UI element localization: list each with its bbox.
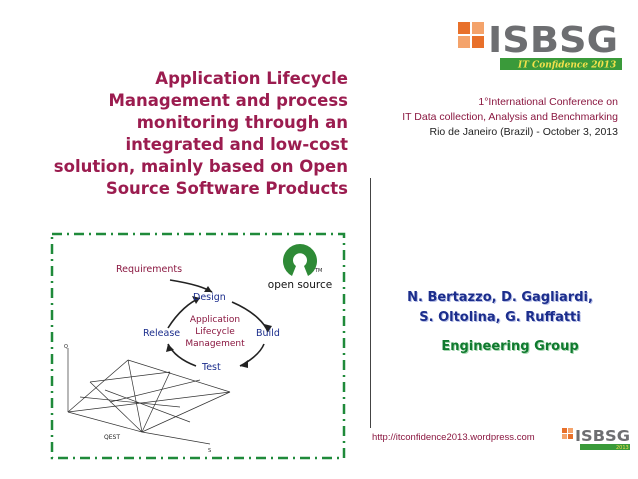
open-source-keyhole-icon xyxy=(283,244,317,276)
isbsg-logo-mark xyxy=(458,22,484,48)
open-source-tm: TM xyxy=(314,268,322,274)
cycle-design: Design xyxy=(193,292,226,303)
title-line: monitoring through an xyxy=(136,113,348,132)
isbsg-logo-small-tagline: 2013 xyxy=(616,445,629,451)
conference-url-link[interactable]: http://itconfidence2013.wordpress.com xyxy=(372,432,535,443)
title-line: Management and process xyxy=(108,91,348,110)
vertical-divider xyxy=(370,178,371,428)
isbsg-logo-tagline: IT Confidence 2013 xyxy=(517,61,616,71)
authors: N. Bertazzo, D. Gagliardi, S. Oltolina, … xyxy=(380,288,620,328)
cycle-test: Test xyxy=(201,362,221,373)
conference-info: 1°International Conference on IT Data co… xyxy=(360,95,618,140)
title-line: integrated and low-cost xyxy=(125,135,348,154)
open-source-logo: TM open source xyxy=(268,244,332,291)
qest-x-label: S xyxy=(208,448,211,454)
alm-diagram-panel: Requirements Design Build Release Test A… xyxy=(50,232,346,460)
qest-y-label: Q xyxy=(64,344,68,350)
cycle-requirements: Requirements xyxy=(116,264,182,275)
title-line: Application Lifecycle xyxy=(155,69,348,88)
qest-plot xyxy=(67,348,231,445)
isbsg-logo-small: ISBSG 2013 xyxy=(562,427,630,451)
cycle-center-line-2: Lifecycle xyxy=(195,327,235,337)
cycle-build: Build xyxy=(256,328,280,339)
cycle-center-line-3: Management xyxy=(185,339,245,349)
cycle-release: Release xyxy=(143,328,180,339)
title-line: solution, mainly based on Open xyxy=(53,157,348,176)
open-source-label: open source xyxy=(268,279,332,291)
authors-line-2: S. Oltolina, G. Ruffatti xyxy=(419,310,581,325)
conference-line-2: IT Data collection, Analysis and Benchma… xyxy=(402,111,618,123)
conference-line-1: 1°International Conference on xyxy=(478,96,618,108)
conference-line-3: Rio de Janeiro (Brazil) - October 3, 201… xyxy=(429,126,618,138)
organization-name: Engineering Group xyxy=(441,339,579,354)
title-line: Source Software Products xyxy=(105,179,348,198)
isbsg-logo-text: ISBSG xyxy=(488,20,618,61)
authors-line-1: N. Bertazzo, D. Gagliardi, xyxy=(407,290,593,305)
qest-axis-label: QEST xyxy=(104,434,120,441)
isbsg-logo: ISBSG IT Confidence 2013 xyxy=(458,20,622,71)
cycle-center-line-1: Application xyxy=(190,315,240,325)
isbsg-logo-small-text: ISBSG xyxy=(575,427,630,445)
page-title: Application Lifecycle Management and pro… xyxy=(8,68,348,200)
